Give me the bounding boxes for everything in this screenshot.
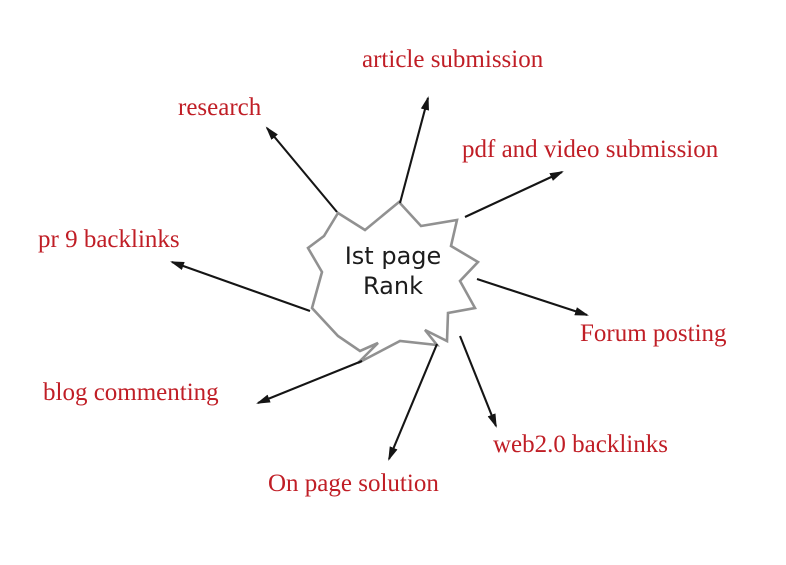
arrow-on-page-solution <box>388 343 438 461</box>
center-hub-label: Ist page Rank <box>313 241 473 301</box>
arrow-pr-9-backlinks <box>170 261 311 312</box>
starburst-shape <box>306 200 481 365</box>
center-hub-line2: Rank <box>363 272 423 300</box>
arrow-web2-0-backlinks <box>459 335 497 428</box>
center-hub-line1: Ist page <box>344 242 442 270</box>
label-pr-9-backlinks: pr 9 backlinks <box>38 226 180 253</box>
arrow-forum-posting <box>476 278 589 316</box>
arrow-research <box>265 126 338 213</box>
label-forum-posting: Forum posting <box>580 320 727 347</box>
label-article-submission: article submission <box>362 46 544 73</box>
arrow-blog-commenting <box>256 360 363 404</box>
arrow-article-submission <box>398 96 430 204</box>
label-pdf-and-video-submission: pdf and video submission <box>462 136 719 163</box>
label-web2-0-backlinks: web2.0 backlinks <box>493 431 668 458</box>
label-blog-commenting: blog commenting <box>43 379 219 406</box>
label-research: research <box>178 94 262 121</box>
label-on-page-solution: On page solution <box>268 470 439 497</box>
arrow-pdf-and-video-submission <box>464 171 564 218</box>
